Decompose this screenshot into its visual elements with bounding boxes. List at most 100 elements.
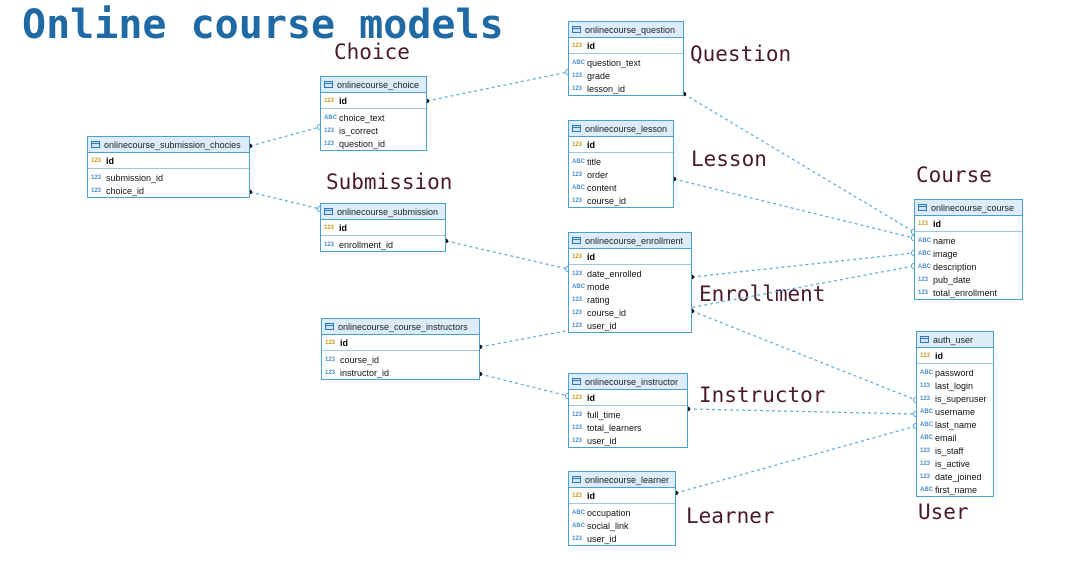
table-name: onlinecourse_course_instructors [338, 321, 468, 332]
field-name: email [935, 432, 957, 443]
type-icon: 123 [920, 447, 931, 454]
relationship-line [691, 252, 915, 278]
table-header: onlinecourse_instructor [569, 374, 687, 390]
type-icon: ABC [920, 486, 933, 493]
type-icon: 123 [324, 127, 335, 134]
label-course: Course [916, 163, 992, 187]
table-header: onlinecourse_enrollment [569, 233, 691, 249]
table-name: onlinecourse_choice [337, 79, 420, 90]
type-icon: ABC [572, 158, 585, 165]
field-name: mode [587, 281, 610, 292]
table-name: onlinecourse_lesson [585, 123, 668, 134]
table-header: onlinecourse_learner [569, 472, 675, 488]
table-header: auth_user [917, 332, 993, 348]
table-header: onlinecourse_question [569, 22, 683, 38]
table-header: onlinecourse_submission [321, 204, 445, 220]
key-icon: 123 [572, 42, 583, 49]
type-icon: 123 [325, 369, 336, 376]
relationship-line [479, 373, 569, 397]
key-icon: 123 [572, 394, 583, 401]
field-name: password [935, 367, 974, 378]
field-name: last_name [935, 419, 977, 430]
table-name: onlinecourse_learner [585, 474, 670, 485]
field-name: name [933, 235, 956, 246]
field-name: course_id [587, 195, 627, 206]
table-header: onlinecourse_course [915, 200, 1022, 216]
relationship-line [426, 71, 569, 102]
type-icon: ABC [920, 421, 933, 428]
table-header: onlinecourse_submission_chocies [88, 137, 249, 153]
table-name: onlinecourse_enrollment [585, 235, 684, 246]
type-icon: 123 [324, 140, 335, 147]
type-icon: ABC [572, 184, 585, 191]
type-icon: ABC [324, 114, 337, 121]
field-name: total_enrollment [933, 287, 998, 298]
type-icon: ABC [918, 237, 931, 244]
label-learner: Learner [686, 504, 775, 528]
type-icon: 123 [920, 395, 931, 402]
field-name: order [587, 169, 609, 180]
table-name: onlinecourse_submission [337, 206, 439, 217]
relationship-line [445, 240, 569, 270]
relationship-line [683, 93, 915, 233]
field-name: user_id [587, 533, 617, 544]
type-icon: 123 [572, 270, 583, 277]
field-name: submission_id [106, 172, 164, 183]
field-name: rating [587, 294, 610, 305]
key-icon: 123 [918, 220, 929, 227]
relationship-line [249, 126, 321, 147]
type-icon: ABC [920, 434, 933, 441]
table-icon [324, 208, 333, 215]
key-icon: 123 [324, 224, 335, 231]
table-icon [572, 237, 581, 244]
relationship-line [249, 191, 321, 210]
key-icon: 123 [920, 352, 931, 359]
field-name: social_link [587, 520, 629, 531]
type-icon: 123 [572, 437, 583, 444]
type-icon: ABC [920, 369, 933, 376]
key-icon: 123 [572, 253, 583, 260]
type-icon: 123 [920, 473, 931, 480]
type-icon: 123 [572, 424, 583, 431]
table-header: onlinecourse_choice [321, 77, 426, 93]
table-name: onlinecourse_question [585, 24, 676, 35]
table-icon [572, 476, 581, 483]
field-name: question_text [587, 57, 641, 68]
type-icon: 123 [572, 296, 583, 303]
field-name: is_active [935, 458, 971, 469]
